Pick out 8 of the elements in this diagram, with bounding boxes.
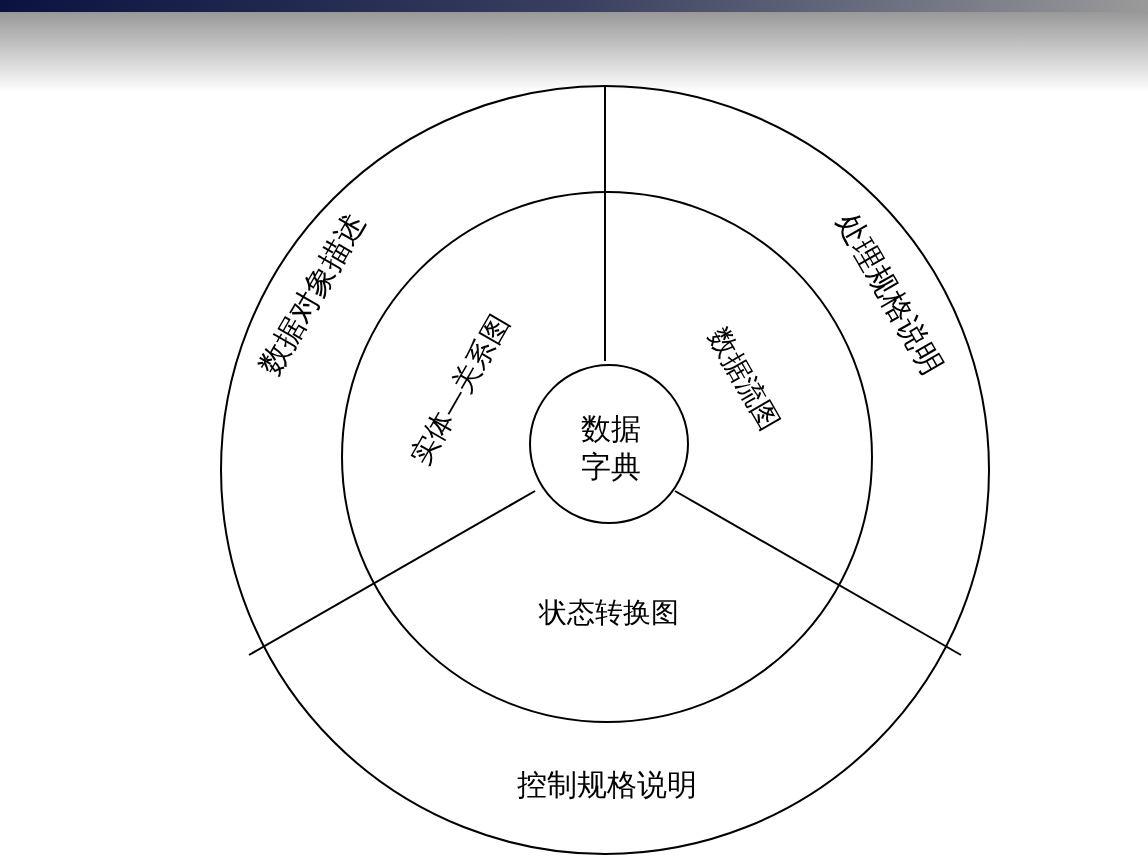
- sector-label: 数据字典: [580, 409, 642, 485]
- sector-label: 数据流图: [700, 321, 788, 437]
- sector-label: 实体—关系图: [402, 308, 518, 472]
- sector-label: 控制规格说明: [517, 766, 697, 804]
- sector-label: 数据对象描述: [250, 206, 373, 382]
- sector-label: 状态转换图: [539, 594, 679, 630]
- outer-ring: [220, 85, 990, 855]
- sector-label: 处理规格说明: [829, 206, 952, 382]
